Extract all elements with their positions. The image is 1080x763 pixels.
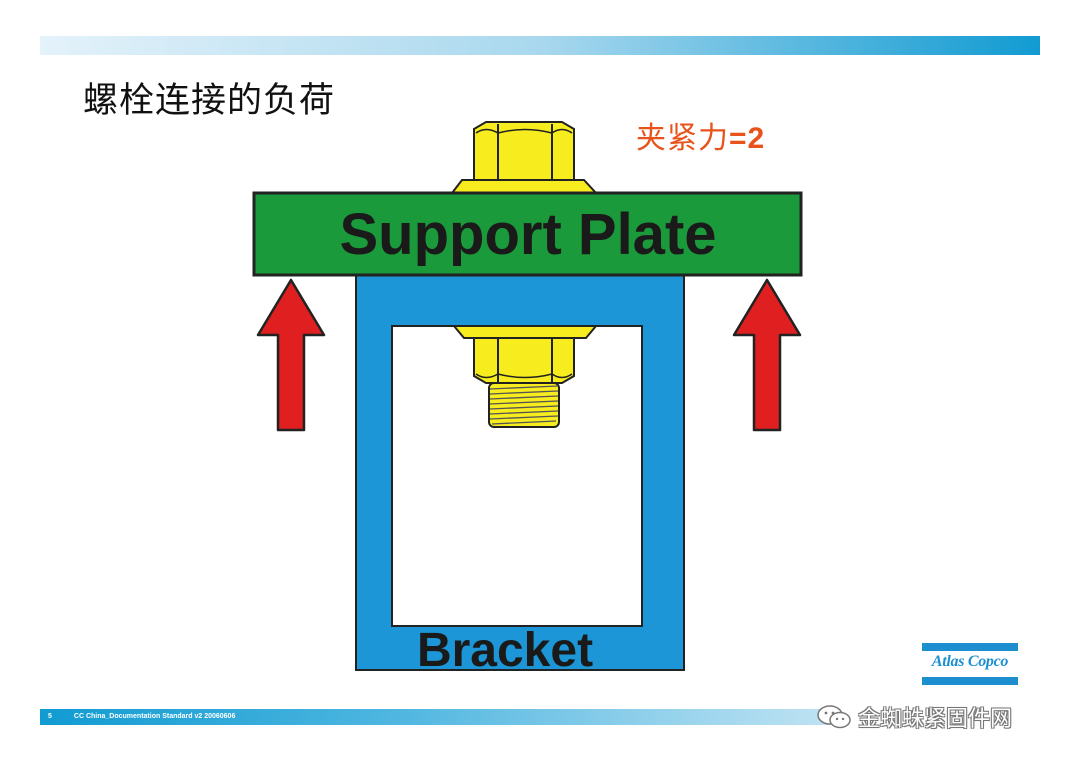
nut-hex [473,337,575,384]
watermark: 金蜘蛛紧固件网 [816,703,1013,732]
bracket-label: Bracket [417,624,593,677]
support-plate-label: Support Plate [339,202,716,267]
atlas-copco-logo: Atlas Copco [922,643,1018,685]
bolt-head-hex [473,121,575,181]
clamp-force-text: 夹紧力 [636,121,729,156]
logo-wordmark: Atlas Copco [931,653,1009,670]
footer-doc-label: CC China_Documentation Standard v2 20060… [73,713,236,720]
bolt-head [449,121,599,194]
header-band [40,36,1040,55]
slide-title: 螺栓连接的负荷 [83,81,336,121]
wechat-icon [817,705,851,729]
bolt-thread [488,382,560,428]
watermark-text: 金蜘蛛紧固件网 [858,707,1013,732]
page-number: 5 [48,713,52,720]
left-force-arrow [256,278,326,432]
support-plate [252,191,803,277]
right-force-arrow [732,278,802,432]
footer-band [40,709,830,725]
footer-text: 5 CC China_Documentation Standard v2 2006… [48,711,235,723]
bolt-head-flange [449,179,599,194]
nut-flange [451,325,599,339]
clamp-force-value: =2 [729,122,766,155]
clamp-force-label: 夹紧力=2 [636,113,765,157]
nut [451,325,599,384]
